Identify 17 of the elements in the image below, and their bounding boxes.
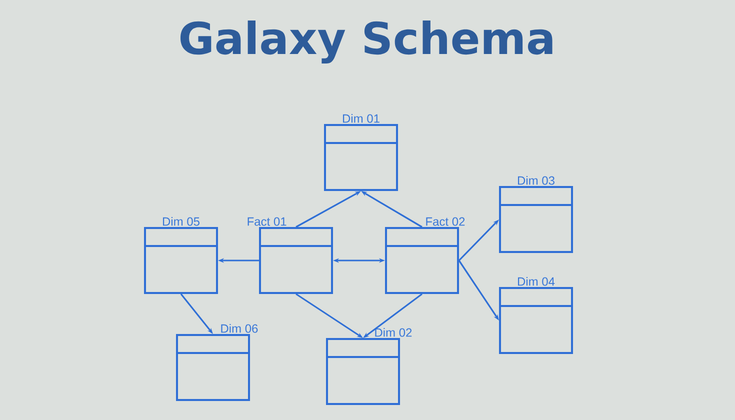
table-box: Dim 02 <box>326 328 412 405</box>
node-label: Dim 05 <box>162 216 200 226</box>
table-box: Dim 04 <box>499 277 573 354</box>
node-label: Dim 03 <box>518 176 554 185</box>
title: Galaxy Schema <box>180 20 552 64</box>
node-label: Fact 02 <box>426 217 465 226</box>
node-label: Dim 06 <box>221 324 258 333</box>
table-box: Fact 02 <box>385 217 465 294</box>
table-box: Dim 01 <box>324 114 398 191</box>
table-box: Dim 05 <box>144 217 218 294</box>
table-box: Dim 06 <box>176 324 258 401</box>
node-label: Dim 01 <box>342 114 380 123</box>
table-box: Dim 03 <box>499 176 573 253</box>
node-label: Fact 01 <box>248 217 286 226</box>
node-label: Dim 02 <box>375 328 412 337</box>
node-label: Dim 04 <box>518 276 555 286</box>
table-box: Fact 01 <box>248 217 333 294</box>
